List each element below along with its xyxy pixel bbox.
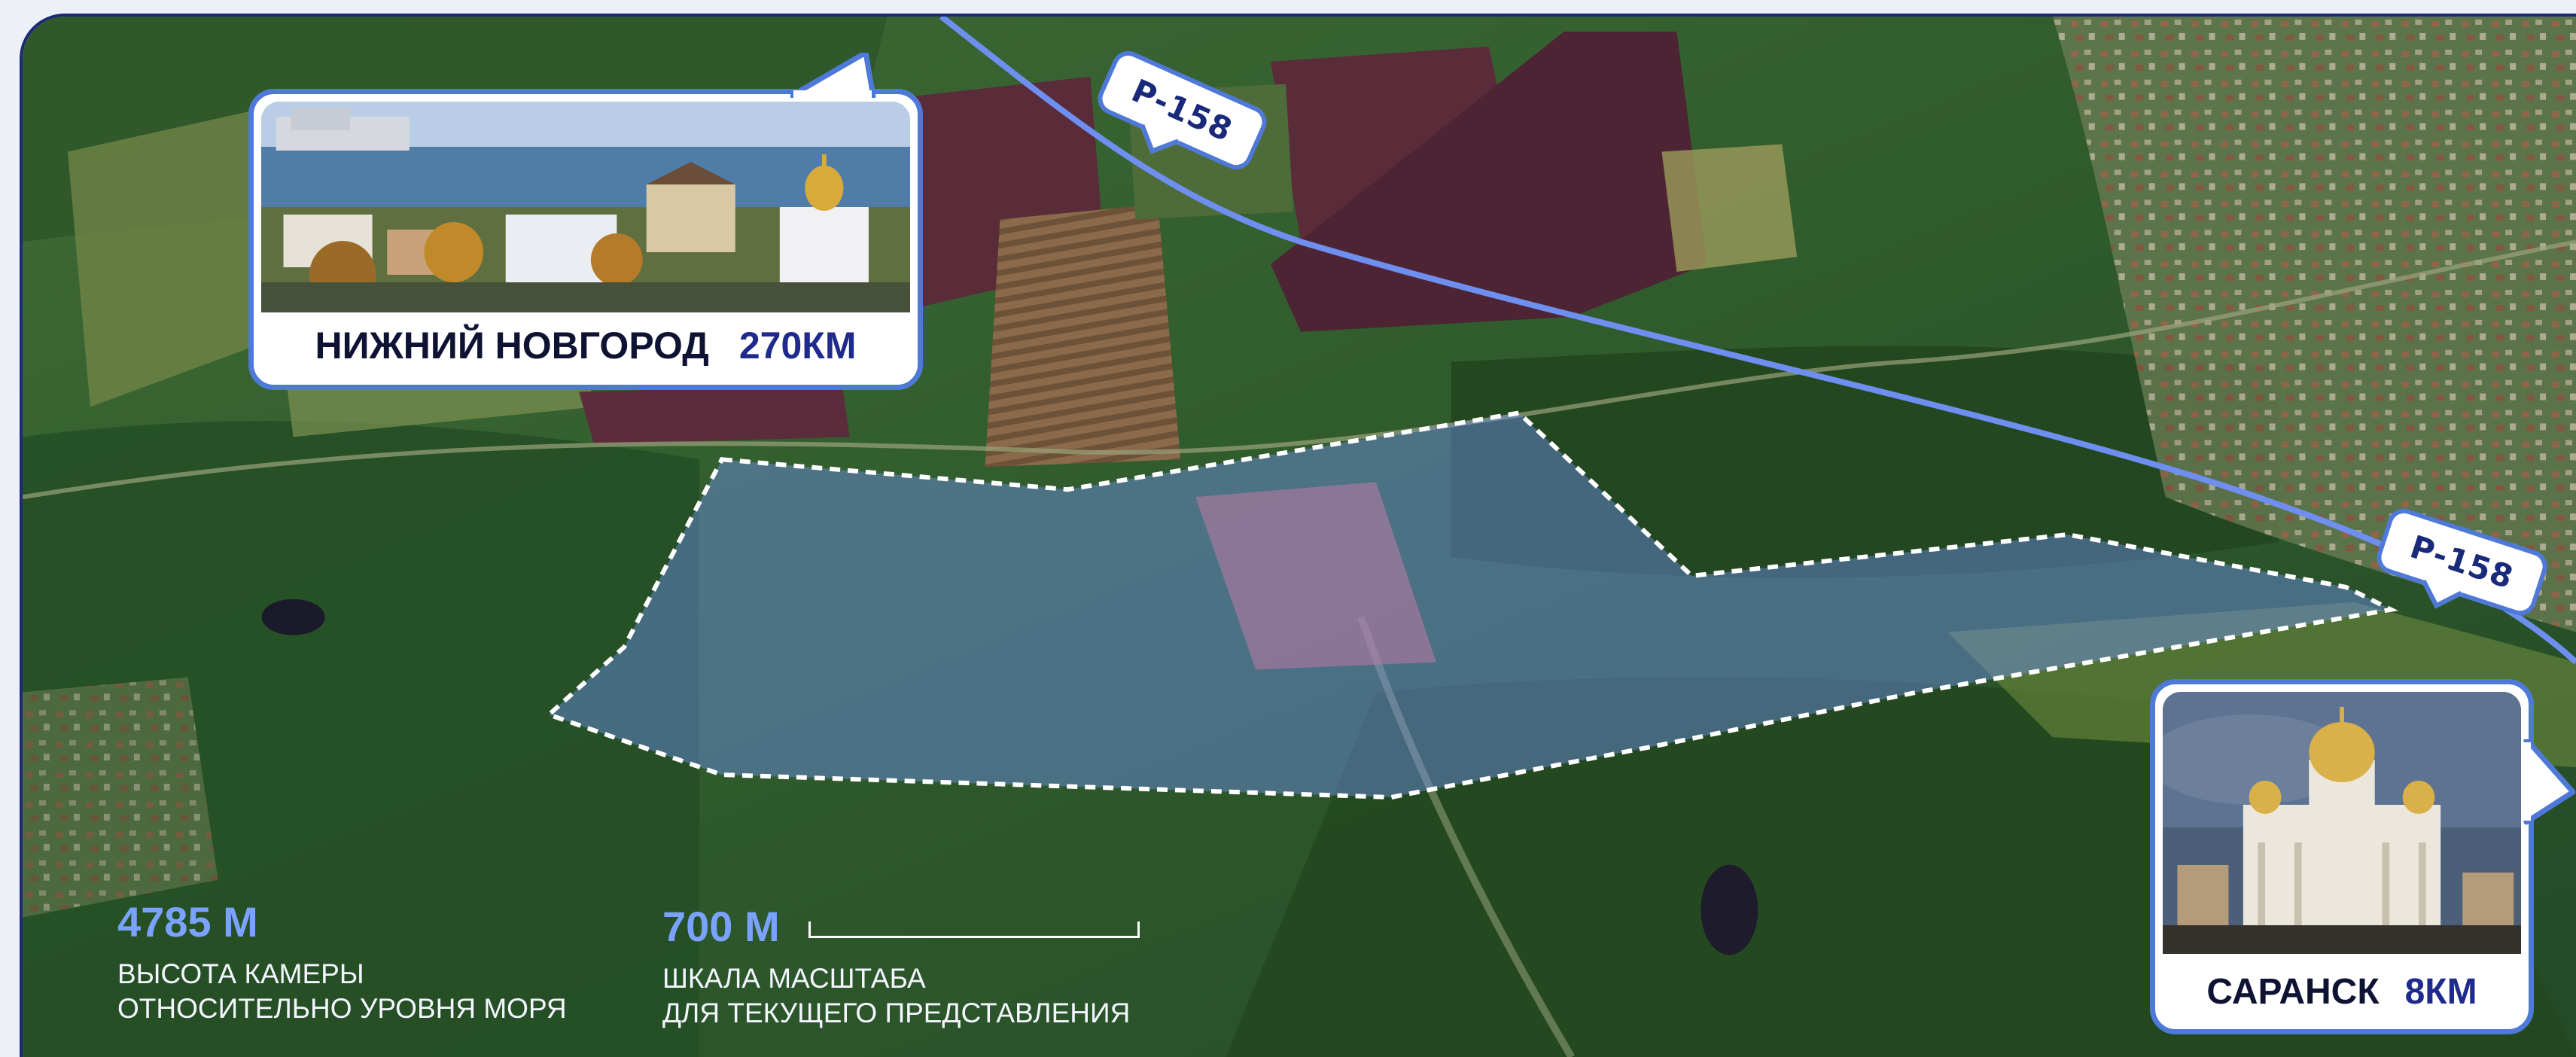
- city-distance: 270КМ: [738, 324, 857, 367]
- city-photo-image: [2163, 692, 2521, 954]
- scale-line1: ШКАЛА МАСШТАБА: [662, 963, 926, 994]
- forest-area: [1451, 346, 2279, 578]
- scale-line2: ДЛЯ ТЕКУЩЕГО ПРЕДСТАВЛЕНИЯ: [662, 998, 1131, 1028]
- local-road: [1357, 616, 1575, 1057]
- map-frame: Р-158 Р-158: [20, 14, 2576, 1057]
- city-caption: САРАНСК 8КМ: [2155, 954, 2529, 1029]
- field: [1661, 144, 1798, 273]
- camera-height-line2: ОТНОСИТЕЛЬНО УРОВНЯ МОРЯ: [117, 993, 567, 1024]
- town-area: [2052, 17, 2576, 632]
- camera-height-value: 4785 М: [117, 898, 258, 946]
- city-name: НИЖНИЙ НОВГОРОД: [315, 324, 709, 367]
- camera-height-line1: ВЫСОТА КАМЕРЫ: [117, 958, 364, 989]
- city-photo-image: [261, 102, 910, 312]
- field-purple: [1271, 31, 1707, 332]
- plot-inner-field: [1195, 482, 1436, 670]
- scale-bar: [808, 921, 1140, 938]
- scale-caption: ШКАЛА МАСШТАБА ДЛЯ ТЕКУЩЕГО ПРЕДСТАВЛЕНИ…: [662, 961, 1130, 1031]
- scale-value: 700 М: [662, 903, 780, 950]
- pond: [1701, 864, 1758, 955]
- field-purple: [579, 384, 850, 445]
- city-name: САРАНСК: [2206, 971, 2380, 1012]
- field-striped: [985, 204, 1181, 468]
- city-distance: 8КМ: [2404, 971, 2477, 1012]
- card-tail-nizhny-novgorod: [790, 53, 876, 98]
- card-tail-saransk: [2523, 739, 2576, 825]
- city-photo-saransk: [2163, 692, 2521, 954]
- town-area: [23, 677, 218, 918]
- city-photo-nizhny-novgorod: [261, 102, 910, 312]
- scale-stat: 700 М ШКАЛА МАСШТАБА ДЛЯ ТЕКУЩЕГО ПРЕДСТ…: [662, 902, 1130, 1031]
- field: [67, 106, 294, 407]
- forest-area: [23, 421, 699, 1057]
- camera-height-caption: ВЫСОТА КАМЕРЫ ОТНОСИТЕЛЬНО УРОВНЯ МОРЯ: [117, 957, 567, 1026]
- plot-area-polygon[interactable]: [544, 410, 2398, 800]
- pond: [261, 599, 325, 635]
- camera-height-stat: 4785 М ВЫСОТА КАМЕРЫ ОТНОСИТЕЛЬНО УРОВНЯ…: [117, 897, 567, 1026]
- city-card-saransk[interactable]: САРАНСК 8КМ: [2150, 679, 2534, 1034]
- city-caption: НИЖНИЙ НОВГОРОД 270КМ: [254, 306, 918, 385]
- city-card-nizhny-novgorod[interactable]: НИЖНИЙ НОВГОРОД 270КМ: [248, 89, 923, 390]
